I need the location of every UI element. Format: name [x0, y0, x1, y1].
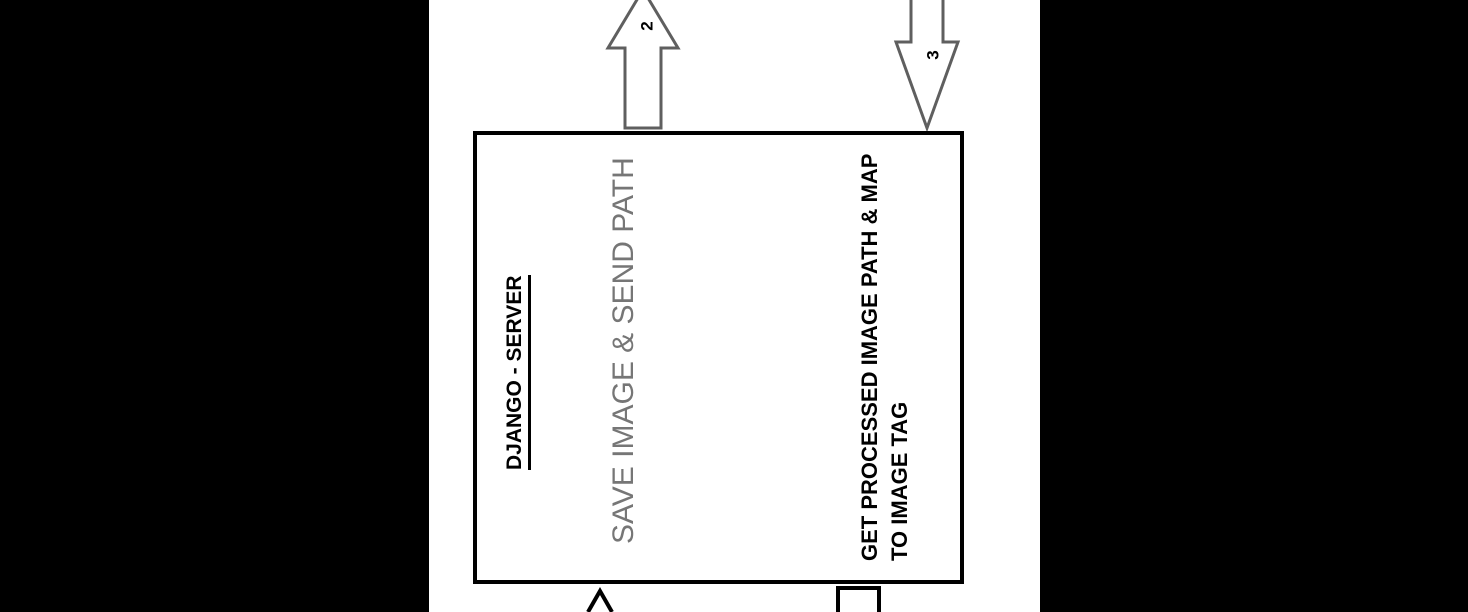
step-get-processed-label: GET PROCESSED IMAGE PATH & MAP TO IMAGE … [857, 153, 912, 561]
server-box [473, 131, 964, 584]
arrow-down-3 [893, 0, 961, 133]
arrow-up-2 [605, 0, 681, 130]
arrow-down-label: 3 [923, 50, 942, 59]
server-title: DJANGO - SERVER [503, 275, 532, 470]
arrow-bottom-partial-right [836, 586, 881, 612]
step-save-image-label: SAVE IMAGE & SEND PATH [607, 157, 640, 544]
arrow-up-label: 2 [637, 21, 656, 30]
arrow-bottom-partial-left [586, 586, 614, 612]
